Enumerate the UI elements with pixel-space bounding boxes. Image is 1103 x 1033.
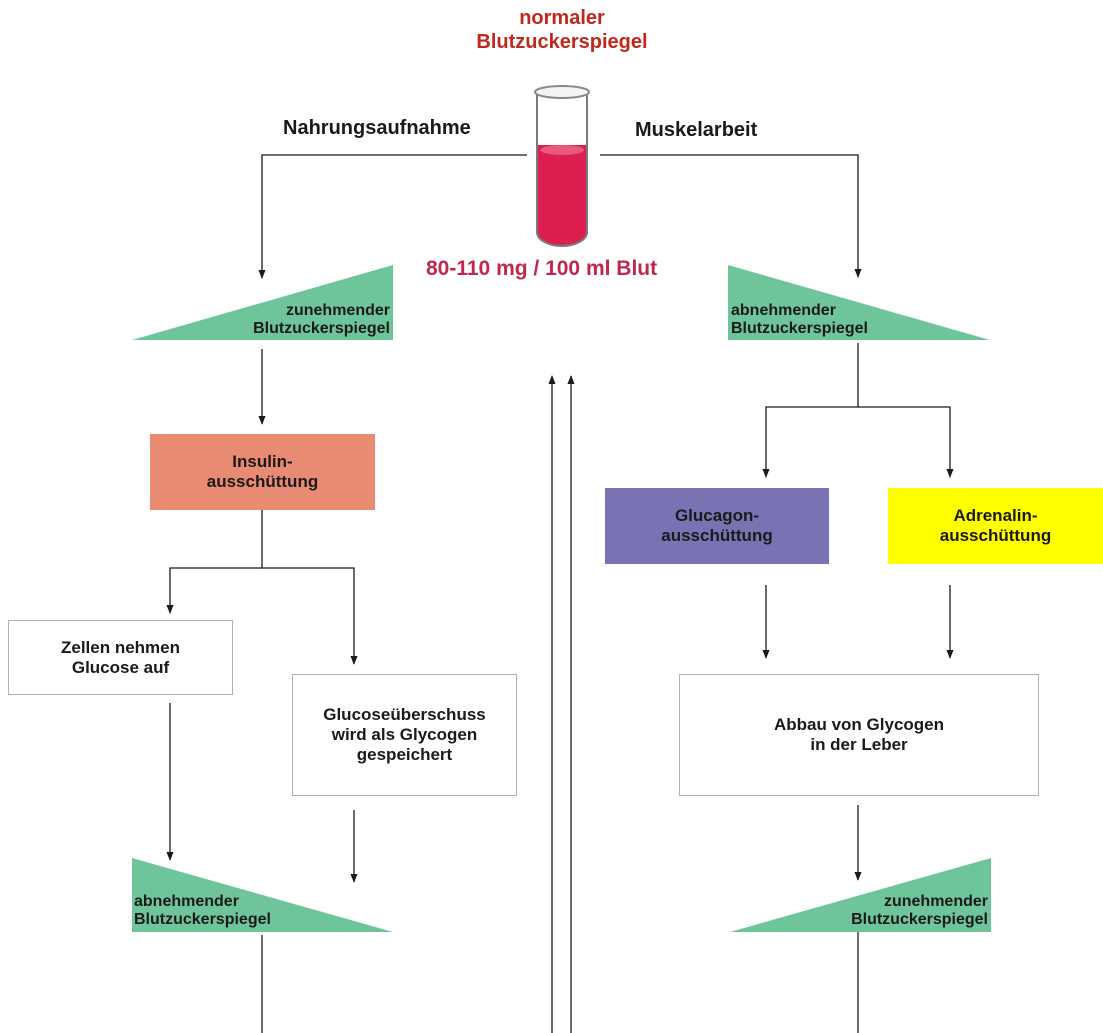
triangle-right-bottom [730,858,991,932]
triangle-right-bottom-label: zunehmender Blutzuckerspiegel [851,893,988,928]
triangle-left-top-label: zunehmender Blutzuckerspiegel [253,302,390,337]
label-muskelarbeit: Muskelarbeit [635,119,758,141]
normal-range-label: 80-110 mg / 100 ml Blut [426,257,658,280]
glycogen-storage-box: Glucoseüberschuss wird als Glycogen gesp… [292,674,517,796]
triangle-left-bottom [132,858,393,932]
diagram-title: normaler Blutzuckerspiegel [476,7,648,53]
label-nahrungsaufnahme: Nahrungsaufnahme [283,117,471,139]
triangle-right-top-label: abnehmender Blutzuckerspiegel [731,302,868,337]
arrow-intake-to-increase [258,154,527,279]
triangle-left-bottom-label: abnehmender Blutzuckerspiegel [134,893,271,928]
line-right-split [762,343,859,478]
line-insulin-split [166,510,263,614]
arrow-to-adrenalin [858,406,954,478]
test-tube-icon [534,85,590,247]
glycogen-breakdown-box: Abbau von Glycogen in der Leber [679,674,1039,796]
triangle-right-top [728,265,990,340]
glucagon-box: Glucagon- ausschüttung [605,488,829,564]
cells-take-up-glucose-box: Zellen nehmen Glucose auf [8,620,233,695]
arrow-exercise-to-decrease [600,154,862,278]
triangle-left-top [132,265,393,340]
insulin-box: Insulin- ausschüttung [150,434,375,510]
arrow-to-glycogen-store [262,567,358,665]
adrenalin-box: Adrenalin- ausschüttung [888,488,1103,564]
